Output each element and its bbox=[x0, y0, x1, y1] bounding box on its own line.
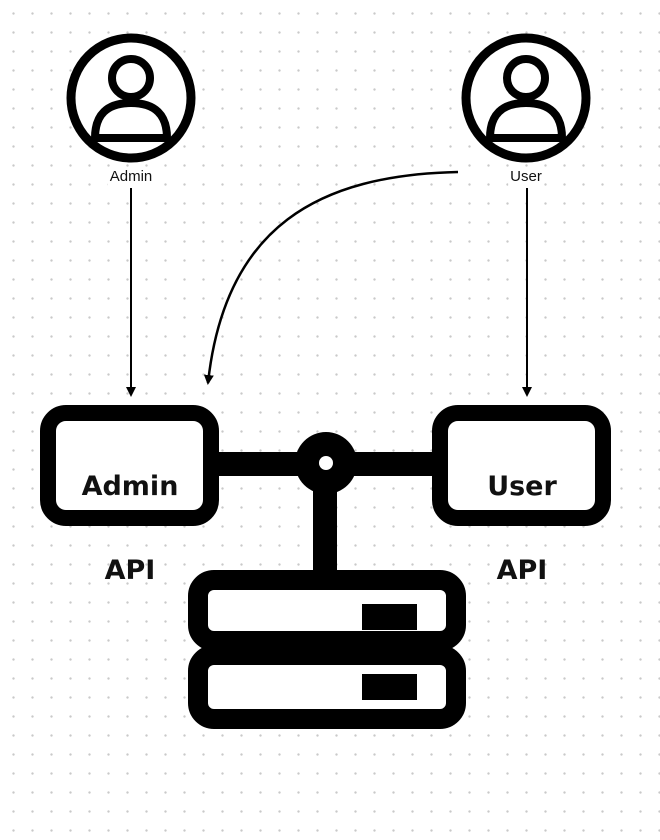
admin-api-label-line1: Admin bbox=[81, 471, 179, 502]
admin-actor-label: Admin bbox=[107, 168, 155, 186]
user-api-label: User API bbox=[452, 424, 592, 634]
admin-api-label: Admin API bbox=[60, 424, 200, 634]
server-stack-icon bbox=[188, 570, 466, 729]
user-actor-label: User bbox=[508, 168, 544, 186]
admin-api-box bbox=[40, 405, 219, 526]
user-api-label-line2: API bbox=[496, 555, 548, 586]
hub-node-icon bbox=[295, 432, 357, 494]
user-avatar-icon bbox=[461, 33, 591, 163]
user-api-label-line1: User bbox=[487, 471, 557, 502]
admin-api-label-line2: API bbox=[104, 555, 156, 586]
edge-user-to-admin-api bbox=[203, 170, 459, 385]
admin-avatar-icon bbox=[66, 33, 196, 163]
user-api-box bbox=[432, 405, 611, 526]
